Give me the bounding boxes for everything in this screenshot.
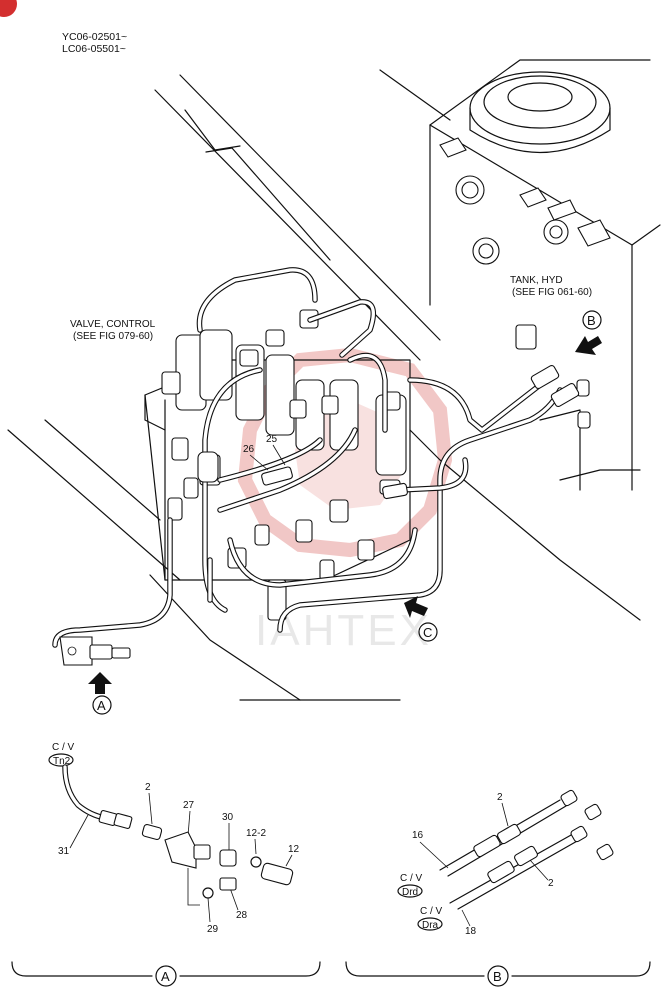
detail-view-a: C / V Tn2 31 2 27 30 12-2 12 28 29 [48,742,300,935]
part-number-b-2-mid: 2 [548,878,554,889]
part-number-a-28: 28 [236,910,248,921]
part-number-b-2-top: 2 [497,792,503,803]
corner-badge [0,0,17,17]
svg-text:B: B [493,969,502,984]
svg-text:C: C [423,625,432,640]
hoses [52,267,580,648]
tank-hyd-ref: (SEE FIG 061-60) [512,287,592,298]
part-number-a-12: 12 [288,844,300,855]
port-dra: Dra [422,920,439,931]
part-number-a-27: 27 [183,800,195,811]
part-number-b-18: 18 [465,926,477,937]
port-tn2: Tn2 [53,756,71,767]
hydraulic-tank [429,59,661,491]
detail-view-b: 2 16 2 18 C / V Drd C / V Dra [397,789,614,937]
port-cv-3: C / V [420,906,443,917]
view-arrow-a: A [88,672,112,715]
part-number-a-29: 29 [207,924,219,935]
part-number-b-16: 16 [412,830,424,841]
part-number-a-31: 31 [58,846,70,857]
detail-bracket-b: B [345,961,651,987]
part-number-a-2: 2 [145,782,151,793]
view-arrow-b: B [575,310,602,355]
svg-text:B: B [587,313,596,328]
tank-hyd-label: TANK, HYD [510,275,563,286]
svg-text:A: A [97,698,106,713]
port-cv-2: C / V [400,873,423,884]
view-a-fitting [59,636,131,666]
port-cv-1: C / V [52,742,75,753]
view-arrow-c: C [404,596,438,642]
port-drd: Drd [402,887,418,898]
part-number-25: 25 [266,434,278,445]
serial-range-2: LC06-05501~ [62,43,126,55]
part-number-26: 26 [243,444,255,455]
detail-bracket-a: A [11,961,321,987]
part-number-a-30: 30 [222,812,234,823]
valve-control-label: VALVE, CONTROL [70,319,156,330]
part-number-a-12-2: 12-2 [246,828,266,839]
svg-text:A: A [161,969,170,984]
valve-control-ref: (SEE FIG 079-60) [73,331,153,342]
serial-range-1: YC06-02501~ [62,31,127,43]
